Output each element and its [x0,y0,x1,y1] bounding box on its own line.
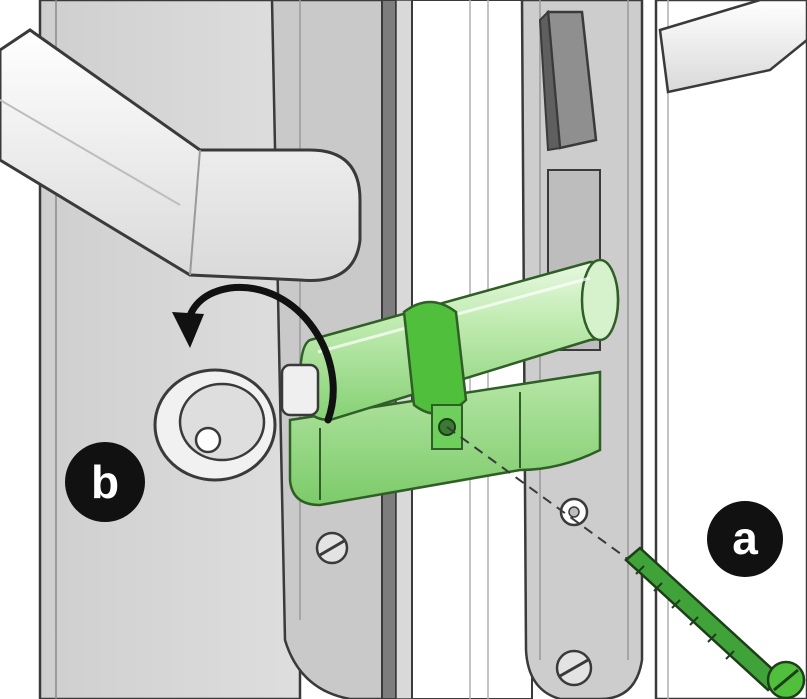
lock-cylinder [288,258,620,507]
latch-bolt [538,9,598,152]
step-label-a-text: a [732,512,758,564]
key-icon [153,363,320,482]
right-plate-screw [555,649,593,687]
screw-guide-line [446,426,641,569]
step-label-a: a [707,501,783,577]
door-handle [0,28,362,282]
left-plate-screw [315,531,349,565]
step-label-b-text: b [91,456,119,508]
screw-icon [624,546,806,699]
rotation-arrow-icon [172,284,337,424]
step-label-b: b [65,442,145,522]
opposite-handle [658,0,807,94]
right-door-leaf [654,0,807,699]
screw-hole [559,497,589,527]
